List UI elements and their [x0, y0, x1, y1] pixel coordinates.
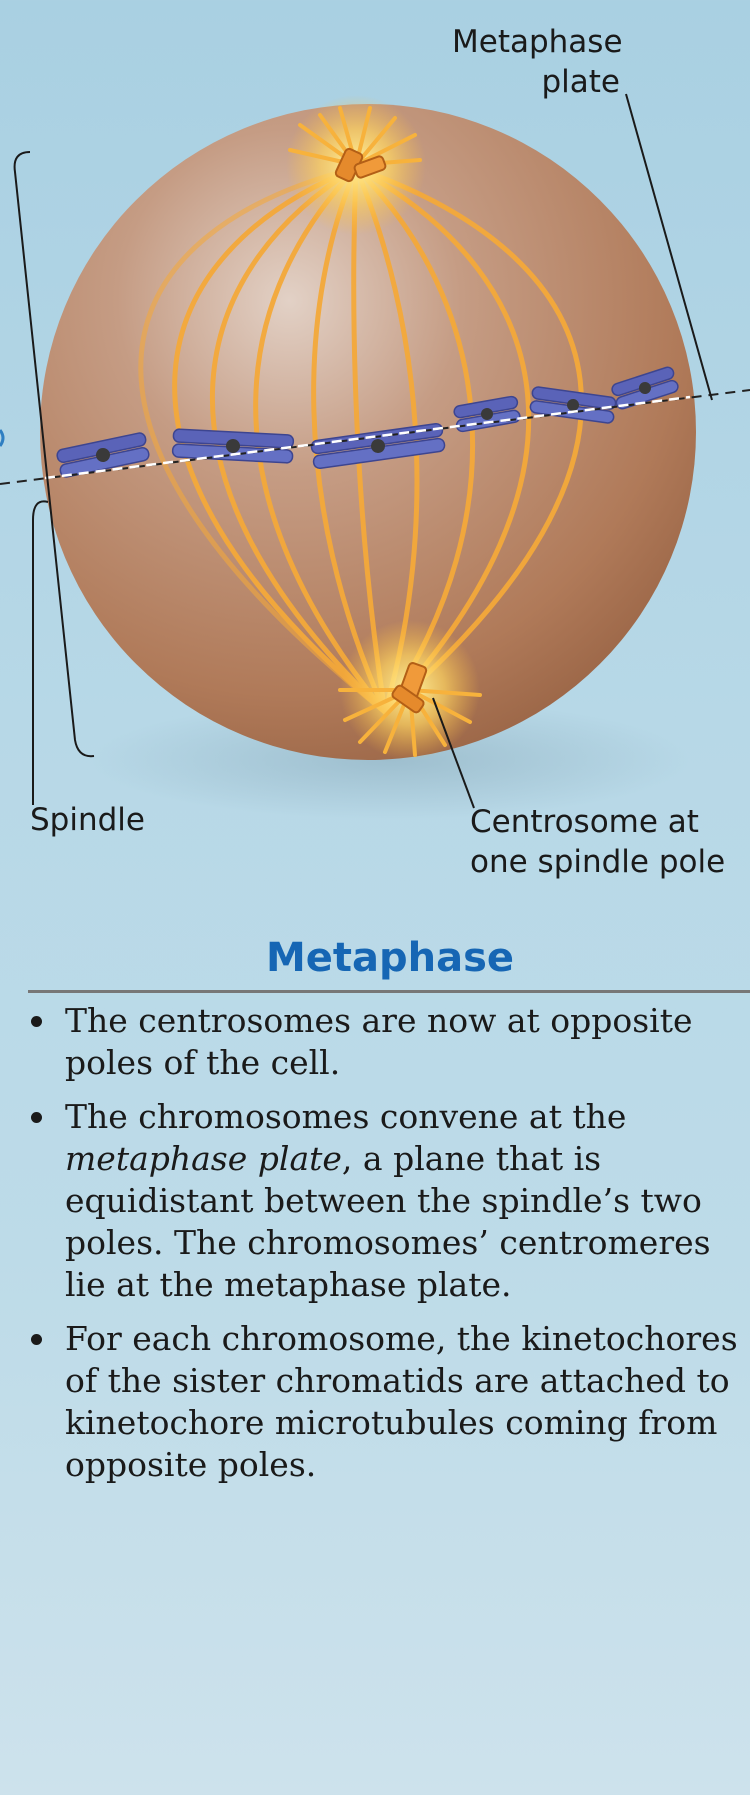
bullet-list: The centrosomes are now at opposite pole…	[28, 1000, 738, 1498]
bullet-item: For each chromosome, the kinetochores of…	[28, 1318, 738, 1486]
title-divider	[28, 990, 750, 993]
section-title: Metaphase	[265, 935, 515, 981]
centrosome-label-line1: Centrosome at	[470, 804, 699, 840]
bullet-text-pre: The chromosomes convene at the	[65, 1097, 627, 1136]
chromosome	[171, 428, 295, 464]
bullet-text-post: , a plane that is equidistant between th…	[65, 1139, 711, 1304]
metaphase-plate-label-line1: Metaphase	[452, 24, 623, 60]
bullet-text: The centrosomes are now at opposite pole…	[65, 1001, 693, 1082]
metaphase-plate-line-inner	[44, 395, 691, 480]
spindle-leader	[32, 500, 49, 805]
metaphase-plate-label: Metaphase plate	[452, 22, 623, 102]
chromosome	[56, 432, 150, 478]
chromosome	[453, 395, 521, 433]
centrosome-label-line2: one spindle pole	[470, 844, 726, 880]
bullet-text: For each chromosome, the kinetochores of…	[65, 1319, 738, 1484]
edge-mark	[0, 429, 5, 447]
spindle-bracket	[13, 151, 95, 758]
chromosome	[611, 366, 679, 410]
spindle-label: Spindle	[30, 800, 145, 840]
top-centrosome	[286, 95, 426, 235]
metaphase-diagram	[0, 93, 750, 820]
spindle-label-text: Spindle	[30, 802, 145, 838]
bullet-item: The chromosomes convene at the metaphase…	[28, 1096, 738, 1306]
chromosome	[310, 422, 446, 470]
centrosome-label: Centrosome at one spindle pole	[470, 802, 725, 882]
centrosome-leader	[432, 697, 475, 809]
metaphase-plate-label-line2: plate	[541, 64, 620, 100]
bullet-item: The centrosomes are now at opposite pole…	[28, 1000, 738, 1084]
metaphase-plate-leader	[625, 93, 713, 401]
bottom-centrosome	[338, 620, 482, 760]
cell-body	[40, 104, 696, 760]
bullet-text-italic: metaphase plate	[65, 1139, 342, 1178]
chromosomes	[56, 366, 679, 478]
